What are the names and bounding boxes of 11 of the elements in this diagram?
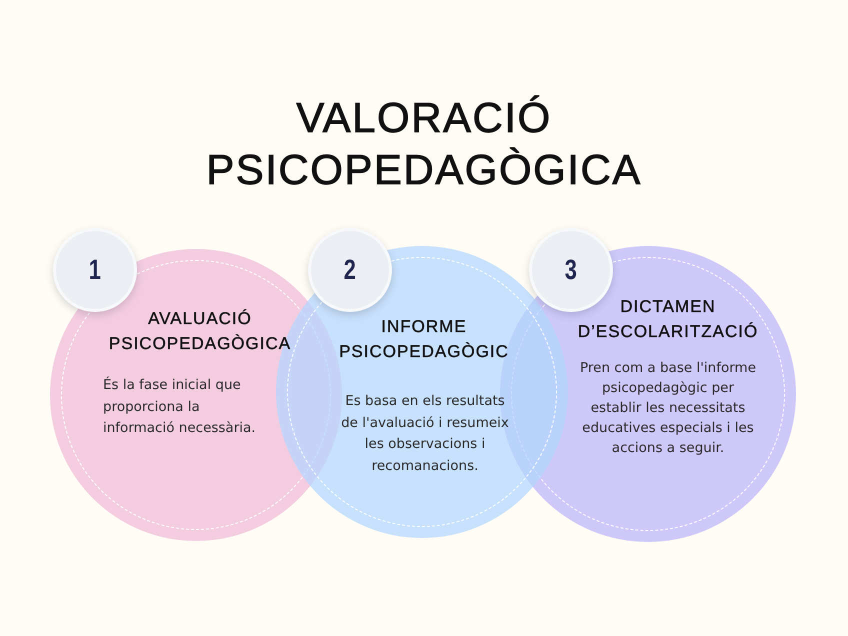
step-number: 1 bbox=[88, 255, 102, 285]
number-badge bbox=[308, 228, 392, 312]
step-heading: DICTAMEN D’ESCOLARITZACIÓ bbox=[576, 296, 760, 343]
step-description: És la fase inicial que proporciona la informació necessària. bbox=[103, 376, 257, 438]
step-heading: INFORME PSICOPEDAGÒGIC bbox=[338, 316, 510, 363]
step-description: Es basa en els resultats de l'avaluació i resumeix les observacions i recomanacions. bbox=[340, 392, 510, 476]
diagram-title: VALORACIÓ PSICOPEDAGÒGICA bbox=[205, 93, 643, 195]
step-number: 2 bbox=[344, 255, 356, 285]
step-heading: AVALUACIÓ PSICOPEDAGÒGICA bbox=[108, 308, 292, 355]
step-description: Pren com a base l'informe psicopedagògic per establir les necessitats educatives especials i les accions a seguir. bbox=[578, 359, 758, 458]
step-number: 3 bbox=[564, 255, 578, 285]
